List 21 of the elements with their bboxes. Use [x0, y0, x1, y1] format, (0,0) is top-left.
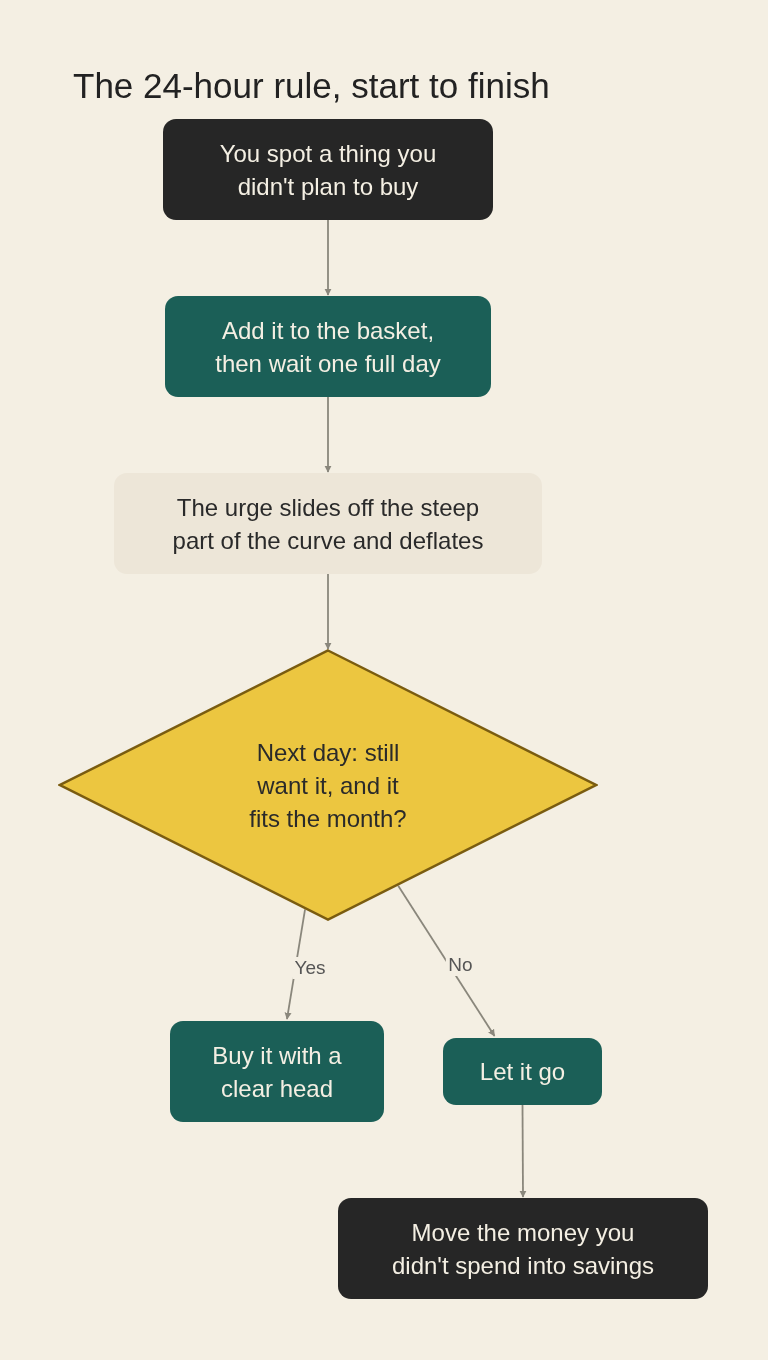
process-box: [443, 1038, 602, 1105]
arrow: [519, 1104, 527, 1198]
process-box: [163, 119, 493, 220]
decision-diamond: [58, 649, 598, 921]
process-box: [338, 1198, 708, 1299]
arrow: [324, 573, 332, 650]
node-label: The urge slides off the steep part of the curve and deflates: [171, 492, 485, 556]
arrow: [397, 884, 496, 1037]
node-label: You spot a thing you didn't plan to buy: [218, 138, 438, 202]
process-box: [165, 296, 491, 397]
node-label: Add it to the basket, then wait one full day: [214, 315, 442, 379]
node-label: Move the money you didn't spend into savings: [390, 1217, 656, 1281]
note-box: [114, 473, 542, 574]
arrow: [324, 396, 332, 473]
node-label: Next day: still want it, and it fits the month?: [248, 737, 408, 834]
title: The 24-hour rule, start to finish: [73, 66, 550, 106]
arrow: [324, 219, 332, 296]
node-label: Let it go: [479, 1057, 566, 1087]
process-box: [170, 1021, 384, 1122]
edge-label: Yes: [292, 957, 328, 980]
node-label: Buy it with a clear head: [211, 1040, 343, 1104]
